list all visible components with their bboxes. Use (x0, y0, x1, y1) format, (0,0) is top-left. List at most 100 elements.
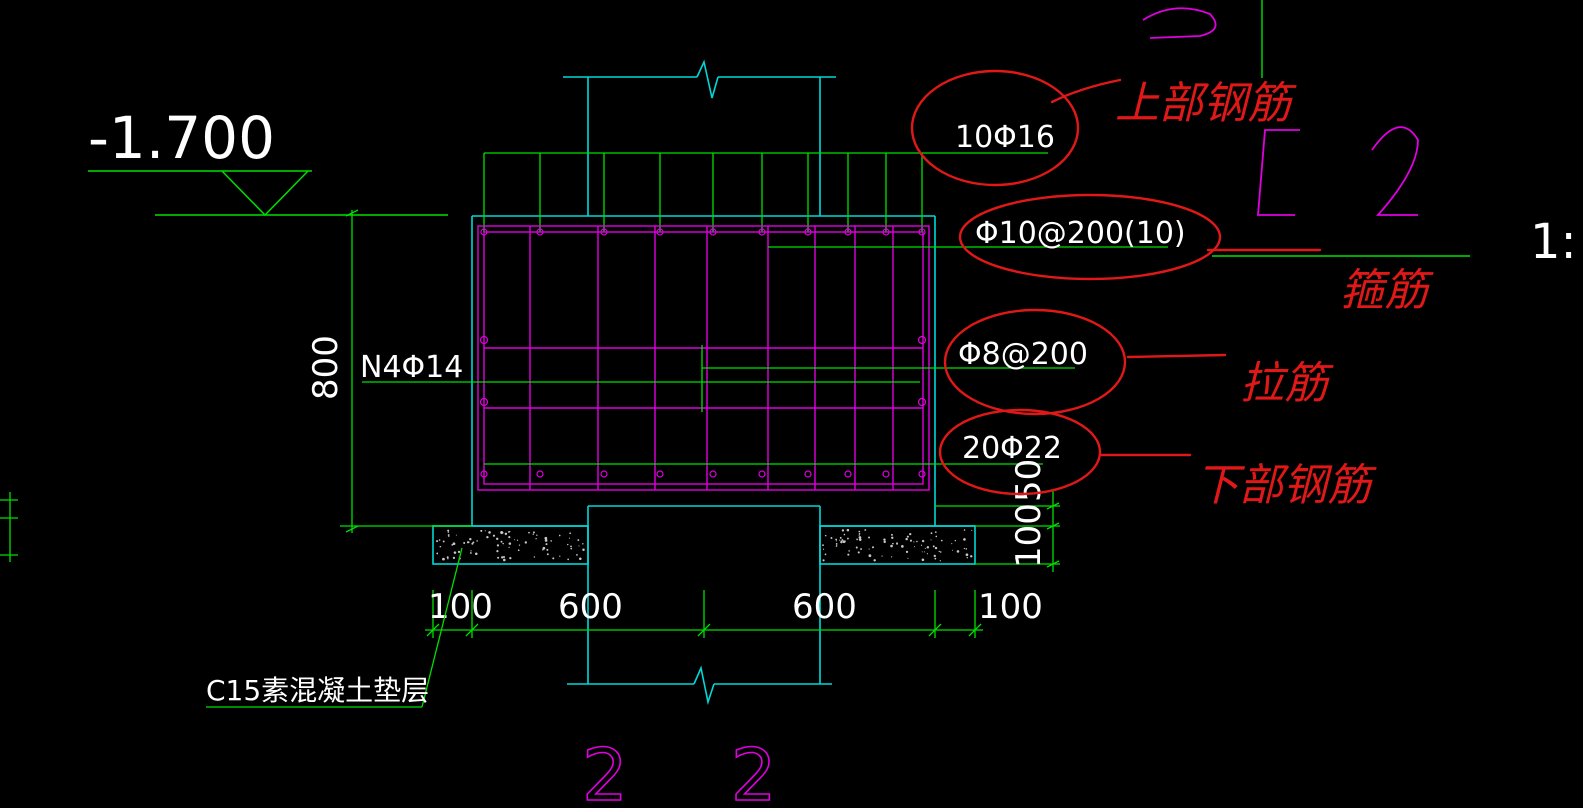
concrete-speckle (909, 532, 912, 536)
concrete-speckle (466, 541, 470, 544)
concrete-speckle (470, 550, 472, 552)
label-top-bars: 10Φ16 (955, 120, 1055, 155)
concrete-speckle (835, 538, 838, 541)
concrete-speckle (508, 546, 510, 548)
concrete-speckle (840, 540, 843, 544)
concrete-speckle (578, 545, 580, 547)
concrete-speckle (930, 539, 932, 541)
bottom-bar-dot (536, 470, 544, 478)
concrete-speckle (496, 537, 499, 541)
dim-left-ext: 100 (428, 587, 493, 627)
concrete-speckle (924, 547, 926, 549)
concrete-speckle (532, 533, 534, 535)
concrete-speckle (503, 558, 506, 562)
concrete-speckle (502, 556, 506, 559)
concrete-speckle (517, 549, 520, 552)
concrete-speckle (836, 544, 838, 546)
concrete-speckle (579, 557, 582, 561)
bottom-bar-dot (600, 470, 608, 478)
concrete-speckle (486, 536, 489, 539)
bottom-bar-dot (656, 470, 664, 478)
elevation-label: -1.700 (88, 104, 275, 172)
concrete-speckle (856, 538, 858, 541)
concrete-speckle (940, 539, 943, 542)
dim-right-ext: 100 (978, 587, 1043, 627)
concrete-speckle (822, 559, 825, 562)
concrete-speckle (544, 539, 548, 542)
concrete-speckle (822, 548, 825, 550)
concrete-speckle (582, 549, 585, 552)
concrete-speckle (848, 550, 850, 552)
concrete-speckle (542, 546, 546, 550)
concrete-speckle (891, 536, 894, 539)
concrete-speckle (926, 546, 930, 549)
concrete-speckle (938, 550, 940, 553)
concrete-speckle (442, 540, 445, 543)
rebar-dots (479, 228, 927, 478)
concrete-speckle (906, 535, 909, 538)
concrete-speckle (472, 541, 475, 544)
pad-note-leader (206, 547, 463, 708)
concrete-speckle (533, 531, 535, 534)
concrete-speckle (868, 554, 872, 558)
concrete-speckle (926, 553, 929, 555)
concrete-speckle (965, 548, 968, 550)
concrete-speckle (924, 551, 926, 553)
concrete-speckle (966, 556, 968, 559)
concrete-speckle (451, 543, 454, 546)
concrete-speckle (841, 539, 844, 542)
concrete-speckle (500, 540, 503, 543)
concrete-speckle (455, 534, 457, 536)
concrete-speckle (569, 537, 571, 539)
concrete-speckle (582, 543, 584, 545)
concrete-speckle (934, 531, 937, 533)
bottom-bar-dot (709, 470, 717, 478)
bottom-bar-dot (804, 470, 812, 478)
concrete-speckle (935, 535, 938, 538)
top-bar-dot (536, 228, 544, 236)
concrete-speckle (447, 529, 450, 532)
concrete-speckle (896, 542, 899, 545)
concrete-speckle (509, 556, 512, 560)
side-bar-dot (479, 335, 489, 345)
scale-prefix: 1: (1530, 214, 1577, 270)
dim-right (935, 490, 1060, 572)
concrete-speckle (939, 560, 941, 562)
concrete-speckle (951, 543, 953, 545)
concrete-speckle (504, 532, 508, 536)
label-tie-bars: Φ8@200 (958, 337, 1088, 372)
concrete-speckle (492, 534, 496, 537)
leader-lines (362, 246, 1168, 465)
concrete-speckle (457, 550, 461, 554)
concrete-speckle (963, 538, 966, 541)
concrete-speckle (577, 539, 580, 541)
section-mark-top (1142, 0, 1419, 216)
concrete-speckle (871, 546, 875, 549)
concrete-speckle (835, 540, 837, 542)
concrete-speckle (858, 534, 860, 536)
column-above (563, 59, 836, 216)
concrete-speckle (860, 548, 862, 550)
concrete-speckle (858, 536, 862, 539)
concrete-speckle (868, 548, 870, 550)
hand-markup: 上部钢筋 箍筋 拉筋 下部钢筋 (910, 69, 1434, 511)
top-bar-dot (709, 228, 717, 236)
concrete-speckle (476, 540, 478, 542)
concrete-speckle (907, 557, 909, 559)
top-bar-lines (483, 152, 1048, 232)
concrete-speckle (930, 532, 933, 535)
concrete-speckle (436, 540, 439, 543)
concrete-speckle (970, 555, 973, 558)
concrete-speckle (507, 531, 510, 533)
concrete-speckle (496, 544, 500, 547)
concrete-speckle (447, 557, 449, 560)
concrete-speckle (883, 538, 886, 541)
concrete-speckle (916, 540, 918, 543)
concrete-speckle (858, 538, 862, 541)
concrete-speckle (963, 529, 966, 531)
dim-bottom (425, 590, 983, 638)
elevation-marker: -1.700 (88, 104, 448, 217)
concrete-speckle (536, 534, 538, 536)
concrete-speckle (463, 542, 466, 544)
concrete-speckle (933, 554, 936, 558)
